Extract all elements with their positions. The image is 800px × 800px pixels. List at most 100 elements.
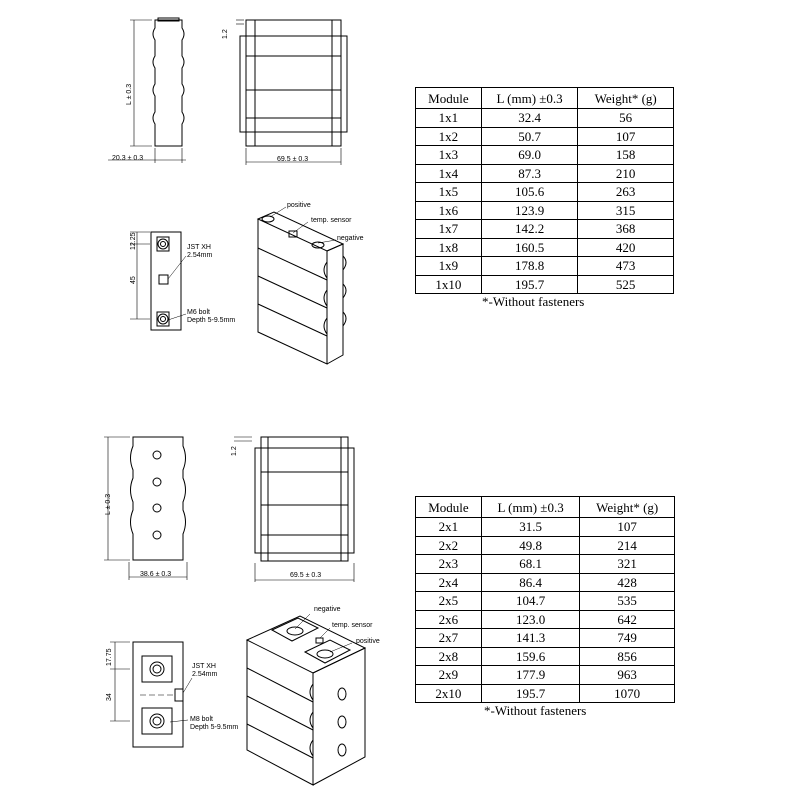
cell-length: 123.9 (480, 200, 579, 220)
cell-length: 177.9 (480, 665, 581, 685)
cell-length: 32.4 (480, 108, 579, 128)
m2-positive-label: positive (356, 638, 380, 645)
module1-footnote: *-Without fasteners (482, 294, 585, 309)
module2-iso-view (245, 613, 367, 786)
cell-weight: 749 (579, 628, 675, 648)
cell-module: 1x9 (415, 256, 482, 276)
m2-connector-line2: 2.54mm (192, 671, 217, 678)
cell-weight: 56 (577, 108, 674, 128)
cell-module: 2x5 (415, 591, 482, 611)
cell-weight: 856 (579, 646, 675, 666)
cell-module: 1x10 (415, 274, 482, 294)
m2-bolt-line2: Depth 5-9.5mm (190, 724, 238, 731)
module1-terminal-view (130, 231, 187, 331)
cell-weight: 210 (577, 163, 674, 183)
cell-module: 2x9 (415, 665, 482, 685)
cell-length: 159.6 (480, 646, 581, 666)
m1-bolt-line2: Depth 5-9.5mm (187, 317, 235, 324)
m2-width-dim: 38.6 ± 0.3 (140, 571, 171, 578)
cell-length: 31.5 (480, 517, 581, 537)
cell-module: 1x1 (415, 108, 482, 128)
cell-weight: 642 (579, 609, 675, 629)
m1-length-dim: L ± 0.3 (126, 84, 133, 105)
cell-weight: 321 (579, 554, 675, 574)
cell-length: 49.8 (480, 535, 581, 555)
m2-bolt-line1: M8 bolt (190, 716, 213, 723)
module2-footnote: *-Without fasteners (484, 703, 587, 718)
cell-length: 104.7 (480, 591, 581, 611)
col-length: L (mm) ±0.3 (480, 496, 581, 518)
cell-module: 2x8 (415, 646, 482, 666)
cell-length: 123.0 (480, 609, 581, 629)
col-weight: Weight* (g) (579, 496, 675, 518)
m1-gap-dim: 1.2 (222, 29, 229, 39)
m2-terminal-dim-mid: 34 (106, 693, 113, 701)
m1-side-width-dim: 69.5 ± 0.3 (277, 156, 308, 163)
cell-weight: 963 (579, 665, 675, 685)
cell-length: 86.4 (480, 572, 581, 592)
cell-weight: 158 (577, 145, 674, 165)
col-weight: Weight* (g) (577, 87, 674, 109)
cell-module: 1x6 (415, 200, 482, 220)
module2-side-view (234, 436, 355, 582)
cell-module: 2x2 (415, 535, 482, 555)
cell-module: 2x4 (415, 572, 482, 592)
m1-negative-label: negative (337, 235, 364, 242)
cell-module: 1x4 (415, 163, 482, 183)
module2-front-view (104, 436, 188, 580)
cell-length: 142.2 (480, 219, 579, 239)
cell-weight: 473 (577, 256, 674, 276)
cell-module: 2x7 (415, 628, 482, 648)
cell-weight: 420 (577, 237, 674, 257)
cell-length: 195.7 (480, 274, 579, 294)
module1-side-view (236, 19, 348, 165)
col-length: L (mm) ±0.3 (480, 87, 579, 109)
cell-weight: 525 (577, 274, 674, 294)
module1-front-view (108, 17, 186, 163)
cell-length: 160.5 (480, 237, 579, 257)
m2-side-width-dim: 69.5 ± 0.3 (290, 572, 321, 579)
cell-length: 105.6 (480, 182, 579, 202)
cell-weight: 107 (579, 517, 675, 537)
cell-module: 1x7 (415, 219, 482, 239)
cell-weight: 428 (579, 572, 675, 592)
m2-negative-label: negative (314, 606, 341, 613)
col-module: Module (415, 496, 482, 518)
cell-length: 50.7 (480, 126, 579, 146)
cell-length: 69.0 (480, 145, 579, 165)
cell-weight: 1070 (579, 683, 675, 703)
cell-weight: 315 (577, 200, 674, 220)
cell-module: 2x10 (415, 683, 482, 703)
module2-terminal-view (110, 641, 193, 748)
cell-length: 195.7 (480, 683, 581, 703)
cell-length: 141.3 (480, 628, 581, 648)
m2-gap-dim: 1.2 (231, 446, 238, 456)
m1-positive-label: positive (287, 202, 311, 209)
m1-terminal-dim-top: 12.25 (130, 232, 137, 250)
cell-weight: 535 (579, 591, 675, 611)
m1-terminal-dim-mid: 45 (130, 276, 137, 284)
cell-weight: 107 (577, 126, 674, 146)
cell-length: 68.1 (480, 554, 581, 574)
module1-iso-view (256, 206, 347, 365)
cell-module: 1x3 (415, 145, 482, 165)
cell-module: 2x3 (415, 554, 482, 574)
